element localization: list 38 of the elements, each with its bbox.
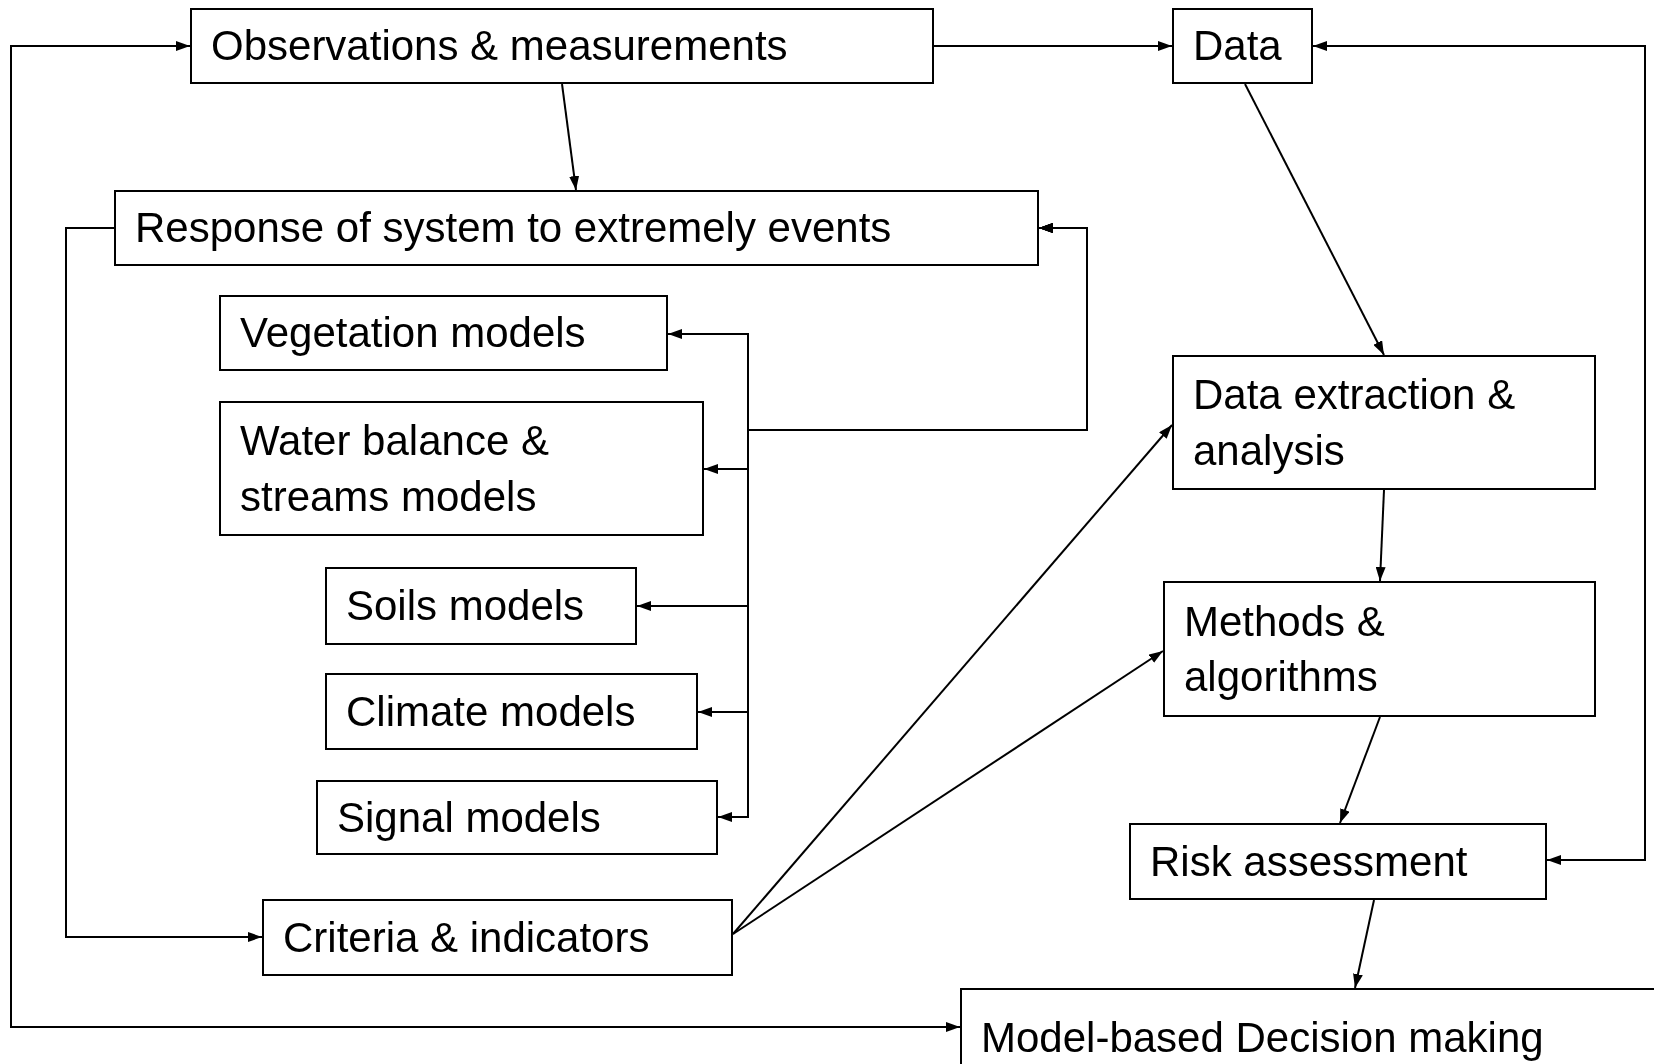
arrow: [732, 424, 1173, 935]
arrow: [1312, 41, 1646, 865]
process-box: [262, 899, 733, 976]
process-box: [1172, 355, 1596, 490]
arrow: [1244, 83, 1385, 356]
process-box: [1129, 823, 1547, 900]
box-label: Model-based Decision making: [981, 1013, 1544, 1064]
arrow: [732, 650, 1164, 935]
box-label: Criteria & indicators: [283, 912, 650, 963]
arrow: [10, 41, 961, 1032]
box-label: Response of system to extremely events: [135, 203, 892, 254]
process-box: [960, 988, 1654, 1064]
box-label: Methods & algorithms: [1184, 596, 1386, 702]
arrow: [717, 223, 1088, 822]
process-box: [219, 295, 668, 371]
process-box: [316, 780, 718, 855]
box-label: Climate models: [346, 686, 636, 737]
box-label: Risk assessment: [1150, 836, 1468, 887]
process-box: [325, 673, 698, 750]
box-label: Vegetation models: [240, 308, 586, 359]
box-label: Water balance & streams models: [240, 416, 550, 522]
box-label: Data: [1193, 21, 1282, 72]
box-label: Observations & measurements: [211, 21, 788, 72]
arrow: [1339, 716, 1381, 824]
process-box: [1172, 8, 1313, 84]
arrow: [1353, 899, 1375, 989]
box-label: Data extraction & analysis: [1193, 370, 1517, 476]
arrow: [933, 41, 1173, 51]
arrow: [1375, 489, 1386, 582]
process-box: [190, 8, 934, 84]
arrow: [65, 227, 263, 942]
process-box: [1163, 581, 1596, 717]
process-box: [219, 401, 704, 536]
box-label: Signal models: [337, 792, 601, 843]
process-box: [325, 567, 637, 645]
box-label: Soils models: [346, 581, 585, 632]
process-box: [114, 190, 1039, 266]
arrow: [561, 83, 580, 191]
